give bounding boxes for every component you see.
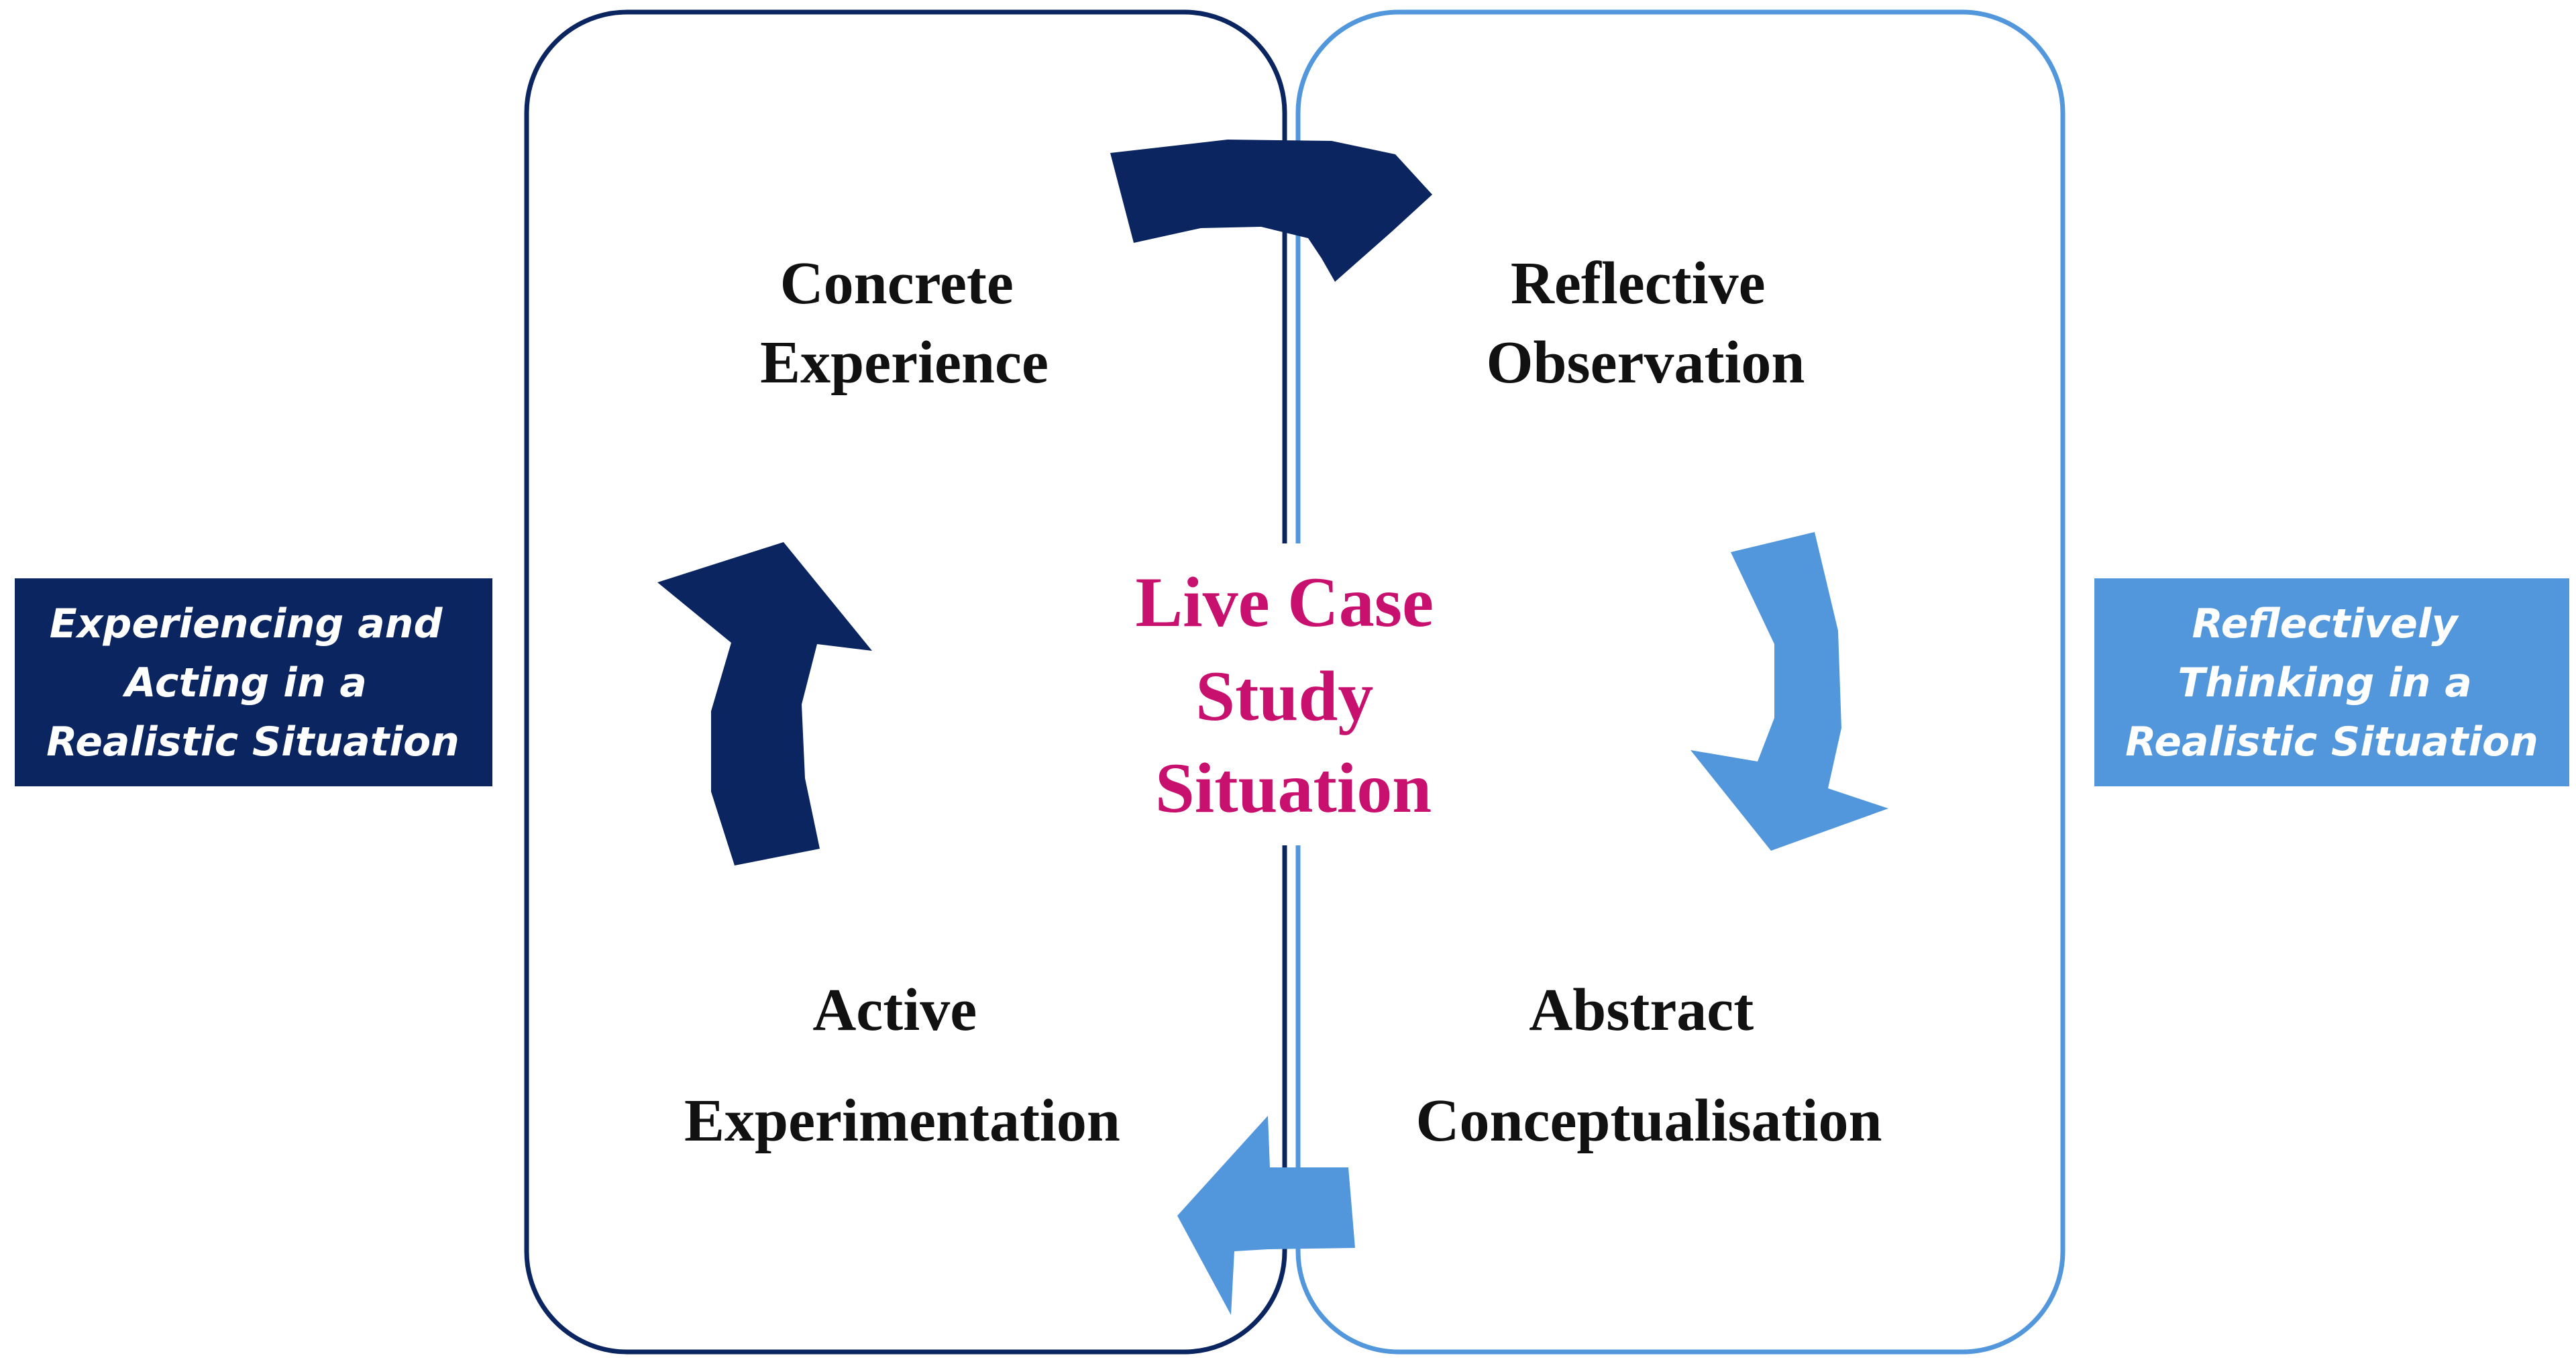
center-text-background [1107, 543, 1483, 845]
stage-active-experimentation-line-1: Active [812, 977, 977, 1043]
arrow-conceptualisation-to-experimentation [1177, 1116, 1355, 1315]
side-label-right-box [2094, 578, 2569, 786]
stage-concrete-experience-line-2: Experience [760, 329, 1049, 396]
side-label-left-line-3: Realistic Situation [46, 719, 460, 766]
side-label-left-line-2: Acting in a [122, 660, 367, 706]
side-label-right: Reflectively Thinking in a Realistic Sit… [2125, 600, 2538, 766]
side-label-right-line-2: Thinking in a [2178, 660, 2472, 706]
side-label-left-box [15, 578, 492, 786]
stage-reflective-observation-line-2: Observation [1486, 329, 1805, 396]
center-line-3: Situation [1155, 749, 1432, 827]
arrow-observation-to-conceptualisation [1690, 532, 1888, 851]
side-label-left: Experiencing and Acting in a Realistic S… [46, 600, 460, 766]
side-label-right-line-1: Reflectively [2192, 600, 2459, 647]
stage-active-experimentation: Active Experimentation [684, 977, 1120, 1154]
stage-concrete-experience-line-1: Concrete [780, 250, 1014, 317]
stage-abstract-conceptualisation-line-2: Conceptualisation [1415, 1088, 1882, 1154]
center-live-case-study: Live Case Study Situation [1135, 563, 1451, 827]
side-label-right-line-3: Realistic Situation [2125, 719, 2538, 766]
arrow-experimentation-to-experience [657, 542, 872, 865]
stage-active-experimentation-line-2: Experimentation [684, 1088, 1120, 1154]
stage-reflective-observation: Reflective Observation [1486, 250, 1805, 396]
side-label-left-line-1: Experiencing and [50, 600, 443, 647]
stage-concrete-experience: Concrete Experience [760, 250, 1049, 396]
stage-abstract-conceptualisation: Abstract Conceptualisation [1415, 977, 1882, 1154]
arrow-experience-to-observation [1110, 140, 1432, 282]
center-line-1: Live Case [1135, 563, 1434, 641]
stage-abstract-conceptualisation-line-1: Abstract [1529, 977, 1754, 1043]
stage-reflective-observation-line-1: Reflective [1511, 250, 1766, 317]
center-line-2: Study [1195, 657, 1373, 735]
